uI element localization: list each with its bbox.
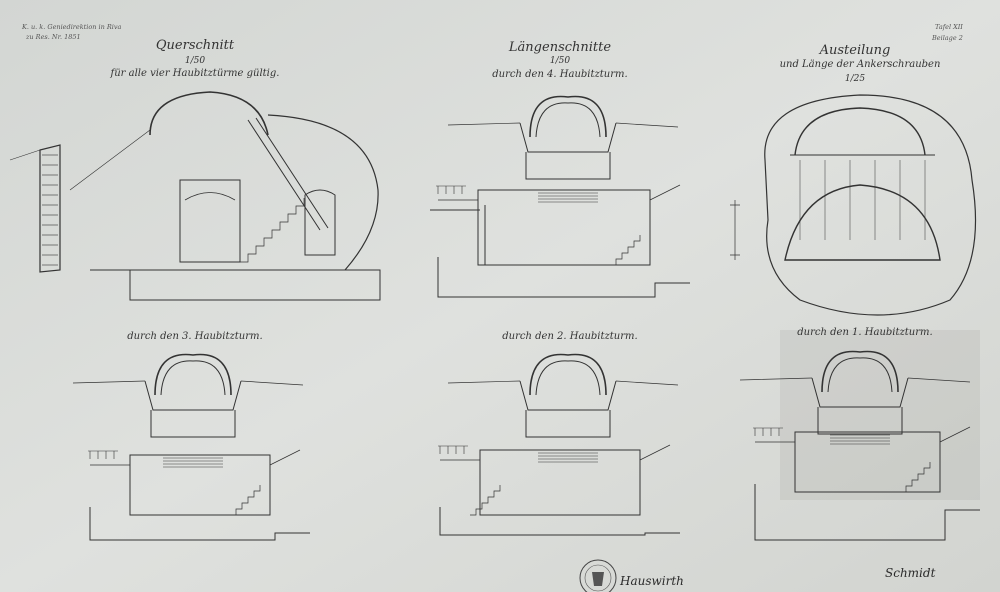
section-4-room <box>477 189 651 266</box>
section-4-cap-body <box>525 152 611 180</box>
anchor-dimension <box>730 200 740 260</box>
section-3-dome-inner <box>160 360 226 396</box>
section-label-2: durch den 2. Haubitzturm. <box>502 331 638 342</box>
section-4-stairs <box>610 235 641 266</box>
section-4-terrain <box>438 184 681 201</box>
anchor-section-scale: 1/25 <box>844 74 866 84</box>
section-3-room <box>129 454 271 516</box>
anchor-section-subtitle: und Länge der Ankerschrauben <box>779 59 941 70</box>
section-2-stairs <box>470 485 501 516</box>
section-2-dome <box>529 353 607 396</box>
cross-section-scale: 1/50 <box>184 56 206 66</box>
anchor-section-title: Austeilung <box>819 43 891 58</box>
section-2-foundation <box>439 507 680 536</box>
section-1-foundation <box>754 484 980 541</box>
section-3-ground-line <box>72 380 304 386</box>
long-section-title: Längenschnitte <box>508 40 612 55</box>
section-3-dome <box>154 353 232 396</box>
section-4-dome <box>529 95 607 138</box>
section-4-wall <box>430 205 486 265</box>
section-2-cap-body <box>525 410 611 438</box>
anchor-outline <box>764 94 977 316</box>
cross-section-masonry-wall <box>39 144 61 273</box>
section-1-stairs <box>900 462 931 493</box>
anchor-dome-upper <box>794 107 926 156</box>
cross-section-title: Querschnitt <box>155 38 235 53</box>
sheet-ref-line1: Tafel XII <box>935 23 963 31</box>
long-section-subtitle: durch den 4. Haubitzturm. <box>492 69 628 80</box>
section-label-3: durch den 3. Haubitzturm. <box>127 331 263 342</box>
sheet-ref-line2: Beilage 2 <box>932 34 963 42</box>
section-1-room <box>794 431 941 493</box>
section-2-ground-line <box>447 380 679 386</box>
section-2-dome-inner <box>535 360 601 396</box>
cross-section-stair-shaft <box>247 117 329 231</box>
signature-center: Hauswirth <box>620 574 684 588</box>
anchor-dome-lower <box>784 184 941 261</box>
section-3-terrain <box>90 449 301 466</box>
official-stamp <box>579 559 617 592</box>
section-1-cap <box>811 377 909 408</box>
section-1-dome <box>821 350 899 393</box>
office-note-line2: zu Res. Nr. 1851 <box>26 33 81 41</box>
cross-section-subtitle: für alle vier Haubitztürme gültig. <box>110 68 280 79</box>
section-2-terrain <box>440 444 671 461</box>
stain-region <box>780 330 980 500</box>
section-4-foundation <box>437 257 690 298</box>
cross-section-dome <box>149 91 269 136</box>
cross-section-arch <box>184 192 236 201</box>
section-3-cap <box>144 380 242 411</box>
section-1-terrain <box>755 426 971 443</box>
cross-section-floor <box>90 269 381 301</box>
section-3-cap-body <box>150 410 236 438</box>
section-1-ground-line <box>739 377 971 383</box>
section-1-cap-body <box>817 407 903 435</box>
long-section-scale: 1/50 <box>549 56 571 66</box>
section-label-1: durch den 1. Haubitzturm. <box>797 327 933 338</box>
section-4-dome-inner <box>535 102 601 138</box>
section-3-foundation <box>89 507 310 541</box>
section-4-cap <box>519 122 617 153</box>
section-4-ground-line <box>447 122 679 128</box>
cross-section-cover <box>267 114 379 271</box>
section-1-dome-inner <box>827 357 893 393</box>
office-note-line1: K. u. k. Geniedirektion in Riva <box>22 23 122 31</box>
cross-section-stairs <box>240 198 305 263</box>
section-2-cap <box>519 380 617 411</box>
cross-section-slope <box>9 129 151 191</box>
section-2-room <box>479 449 641 516</box>
signature-right: Schmidt <box>885 566 936 580</box>
section-3-stairs <box>230 485 261 516</box>
